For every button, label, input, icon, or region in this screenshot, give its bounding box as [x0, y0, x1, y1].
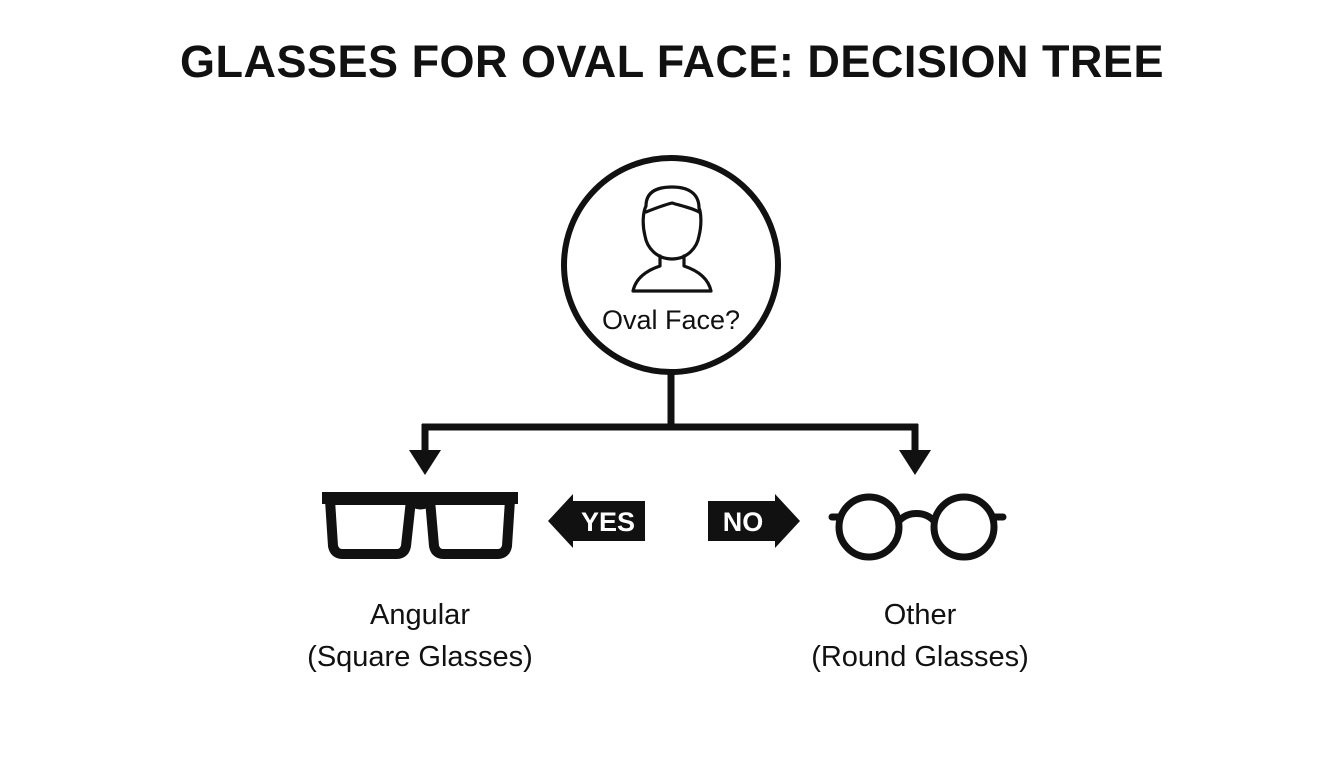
yes-arrow-badge: YES	[548, 494, 645, 548]
diagram-title: GLASSES FOR OVAL FACE: DECISION TREE	[180, 36, 1164, 87]
round-glasses-icon	[828, 493, 1007, 561]
connector-lines	[421, 372, 919, 452]
no-outcome-line1: Other	[883, 599, 957, 631]
no-outcome-line2: (Round Glasses)	[811, 641, 1029, 673]
root-node-circle	[561, 155, 781, 375]
square-glasses-icon	[322, 492, 518, 559]
left-arrowhead	[409, 450, 441, 475]
no-label: NO	[723, 507, 764, 537]
no-arrow-badge: NO	[708, 494, 800, 548]
yes-outcome-line2: (Square Glasses)	[307, 641, 533, 673]
yes-outcome-line1: Angular	[370, 599, 470, 631]
right-arrowhead	[899, 450, 931, 475]
no-outcome-label: Other (Round Glasses)	[770, 594, 1070, 678]
root-node: Oval Face?	[561, 155, 781, 375]
root-question-label: Oval Face?	[602, 305, 740, 335]
person-icon	[631, 185, 713, 293]
no-arrow-shape	[708, 494, 800, 548]
yes-outcome-label: Angular (Square Glasses)	[270, 594, 570, 678]
yes-arrow-shape	[548, 494, 645, 548]
yes-label: YES	[581, 507, 635, 537]
